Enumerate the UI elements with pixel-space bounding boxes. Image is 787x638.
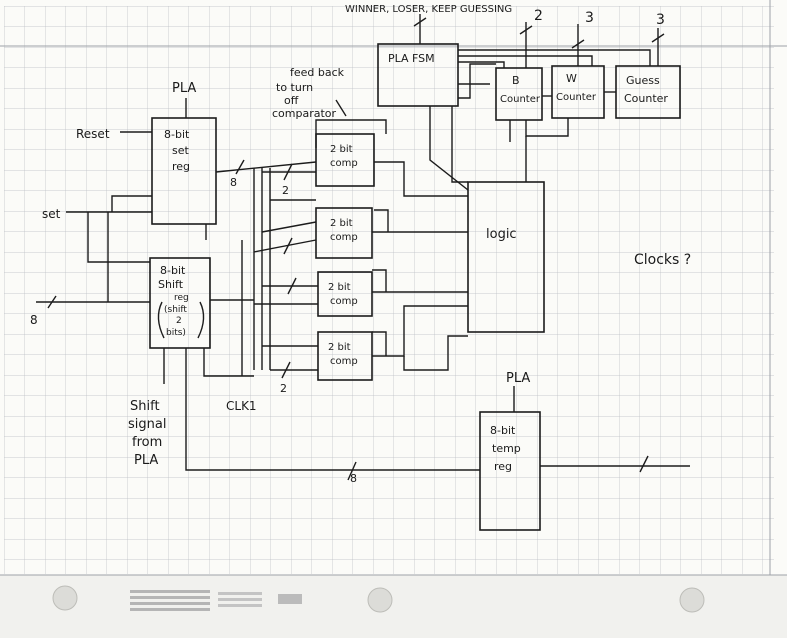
shift-reg-label-5: 2 [176,316,182,326]
set-reg-block [151,117,217,225]
b-counter-block [495,67,543,121]
paper-manufacturer-print [130,590,302,611]
reset-label: Reset [76,127,110,141]
bus-width-w-counter: 3 [585,10,594,26]
pla-fsm-block [377,43,459,107]
guess-counter-label-1: Guess [626,74,660,87]
comp-1-label-2: comp [330,158,358,169]
set-reg-label-3: reg [172,160,190,173]
shift-reg-label-1: 8-bit [160,264,186,277]
comp-4-label-1: 2 bit [328,342,351,353]
b-counter-label-2: Counter [500,94,541,105]
bus-width-set-out: 8 [230,176,237,189]
feedback-label-3: off [284,94,299,107]
shift-reg-block [149,257,211,349]
comp-2-label-2: comp [330,232,358,243]
set-reg-label-1: 8-bit [164,128,190,141]
binder-hole-right [679,587,705,613]
feedback-label-1: feed back [290,66,345,79]
shift-signal-label-4: PLA [134,453,158,468]
set-reg-label-2: set [172,144,189,157]
bus-width-comp-1: 2 [282,184,289,197]
shift-reg-label-3: reg [174,293,189,303]
comp-4-label-2: comp [330,356,358,367]
comp-3-block [317,271,373,317]
shift-reg-label-2: Shift [158,278,184,291]
shift-signal-label-2: signal [128,417,166,432]
comp-3-label-2: comp [330,296,358,307]
shift-signal-label-3: from [132,435,162,450]
temp-reg-label-1: 8-bit [490,424,516,437]
top-label: WINNER, LOSER, KEEP GUESSING [345,4,512,15]
grid-area [4,6,774,574]
bus-width-temp-bus: 8 [350,472,357,485]
feedback-label-4: comparator [272,107,337,120]
comp-2-label-1: 2 bit [330,218,353,229]
pla-fsm-label: PLA FSM [388,52,435,65]
bus-width-shift-in: 8 [30,313,38,327]
paper-footer-strip [0,575,787,638]
set-label: set [42,207,61,221]
bus-width-guess-counter: 3 [656,12,665,28]
bus-width-comp-4: 2 [280,382,287,395]
guess-counter-label-2: Counter [624,92,668,105]
logic-block [467,181,545,333]
w-counter-label-1: W [566,72,577,85]
comp-2-block [315,207,373,259]
shift-reg-label-4: (shift [164,305,187,315]
comp-3-label-1: 2 bit [328,282,351,293]
w-counter-label-2: Counter [556,92,597,103]
comp-1-block [315,133,375,187]
shift-signal-label-1: Shift [130,399,160,414]
bus-width-b-counter: 2 [534,8,543,24]
clocks-note: Clocks ? [634,252,691,268]
temp-reg-label-3: reg [494,460,512,473]
comp-1-label-1: 2 bit [330,144,353,155]
temp-reg-label-2: temp [492,442,521,455]
b-counter-label-1: B [512,74,520,87]
clk1-label: CLK1 [226,399,257,413]
temp-reg-block [479,411,541,531]
shift-reg-label-6: bits) [166,328,186,338]
binder-hole-left [52,585,78,611]
pla-temp-label: PLA [506,371,530,386]
logic-label: logic [486,227,517,242]
binder-hole-middle [367,587,393,613]
pla-top-label: PLA [172,81,196,96]
feedback-label-2: to turn [276,81,313,94]
